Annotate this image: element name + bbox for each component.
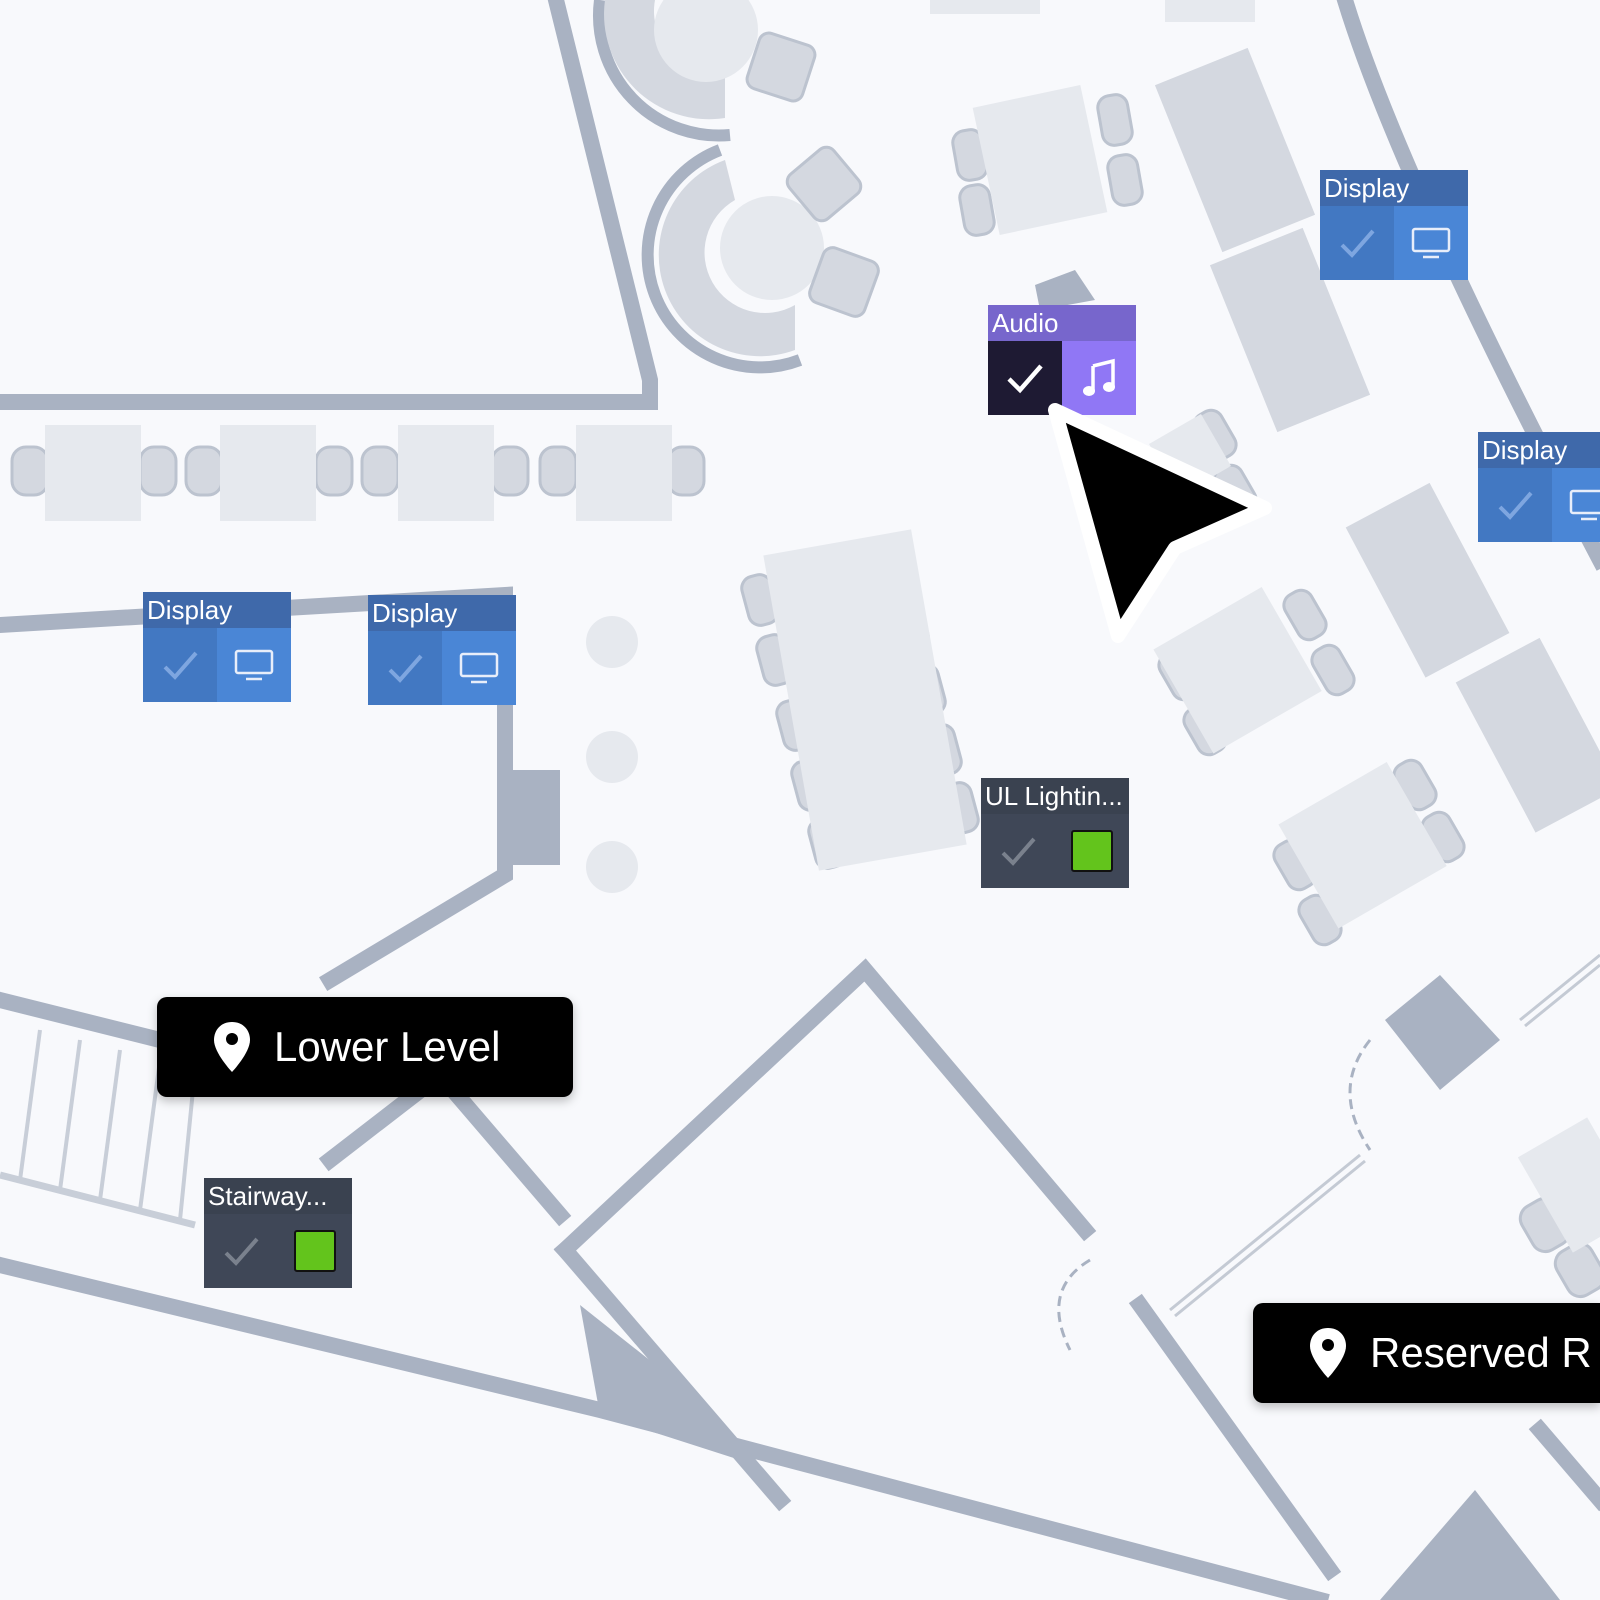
status-toggle[interactable] bbox=[1478, 468, 1552, 542]
device-control[interactable] bbox=[278, 1214, 352, 1288]
location-label: Lower Level bbox=[274, 1023, 501, 1070]
music-note-icon bbox=[1083, 358, 1115, 396]
device-display-4[interactable]: Display bbox=[1478, 432, 1600, 542]
status-toggle[interactable] bbox=[368, 631, 442, 705]
device-label: Audio bbox=[988, 305, 1136, 341]
status-toggle[interactable] bbox=[143, 628, 217, 702]
monitor-icon bbox=[234, 649, 274, 681]
device-label: Display bbox=[368, 595, 516, 631]
light-swatch bbox=[1071, 830, 1113, 872]
status-toggle[interactable] bbox=[204, 1214, 278, 1288]
location-label: Reserved R bbox=[1370, 1329, 1592, 1376]
checkmark-icon bbox=[1007, 364, 1043, 394]
device-control[interactable] bbox=[442, 631, 516, 705]
checkmark-icon bbox=[1340, 229, 1375, 258]
device-audio[interactable]: Audio bbox=[988, 305, 1136, 415]
light-swatch bbox=[294, 1230, 336, 1272]
checkmark-icon bbox=[224, 1237, 259, 1266]
device-control[interactable] bbox=[1062, 341, 1136, 415]
checkmark-icon bbox=[163, 651, 198, 680]
checkmark-icon bbox=[1498, 491, 1533, 520]
device-label: Display bbox=[1320, 170, 1468, 206]
map-pin-icon bbox=[1310, 1328, 1346, 1378]
device-stairway[interactable]: Stairway... bbox=[204, 1178, 352, 1288]
device-label: UL Lightin... bbox=[981, 778, 1129, 814]
doors bbox=[1057, 1039, 1372, 1351]
device-display-2[interactable]: Display bbox=[368, 595, 516, 705]
checkmark-icon bbox=[1001, 837, 1036, 866]
status-toggle[interactable] bbox=[1320, 206, 1394, 280]
monitor-icon bbox=[1569, 489, 1600, 521]
device-control[interactable] bbox=[1055, 814, 1129, 888]
device-display-1[interactable]: Display bbox=[143, 592, 291, 702]
device-label: Display bbox=[143, 592, 291, 628]
wall-blocks bbox=[510, 270, 1560, 1600]
device-control[interactable] bbox=[1552, 468, 1600, 542]
device-label: Stairway... bbox=[204, 1178, 352, 1214]
monitor-icon bbox=[1411, 227, 1451, 259]
monitor-icon bbox=[459, 652, 499, 684]
checkmark-icon bbox=[388, 654, 423, 683]
status-toggle[interactable] bbox=[988, 341, 1062, 415]
device-label: Display bbox=[1478, 432, 1600, 468]
round-booths bbox=[593, 0, 824, 374]
device-ul-lighting[interactable]: UL Lightin... bbox=[981, 778, 1129, 888]
device-display-3[interactable]: Display bbox=[1320, 170, 1468, 280]
map-pin-icon bbox=[214, 1022, 250, 1072]
stairs bbox=[0, 1029, 197, 1229]
location-reserved[interactable]: Reserved R bbox=[1253, 1303, 1600, 1403]
device-control[interactable] bbox=[217, 628, 291, 702]
device-control[interactable] bbox=[1394, 206, 1468, 280]
location-lower-level[interactable]: Lower Level bbox=[157, 997, 573, 1097]
status-toggle[interactable] bbox=[981, 814, 1055, 888]
